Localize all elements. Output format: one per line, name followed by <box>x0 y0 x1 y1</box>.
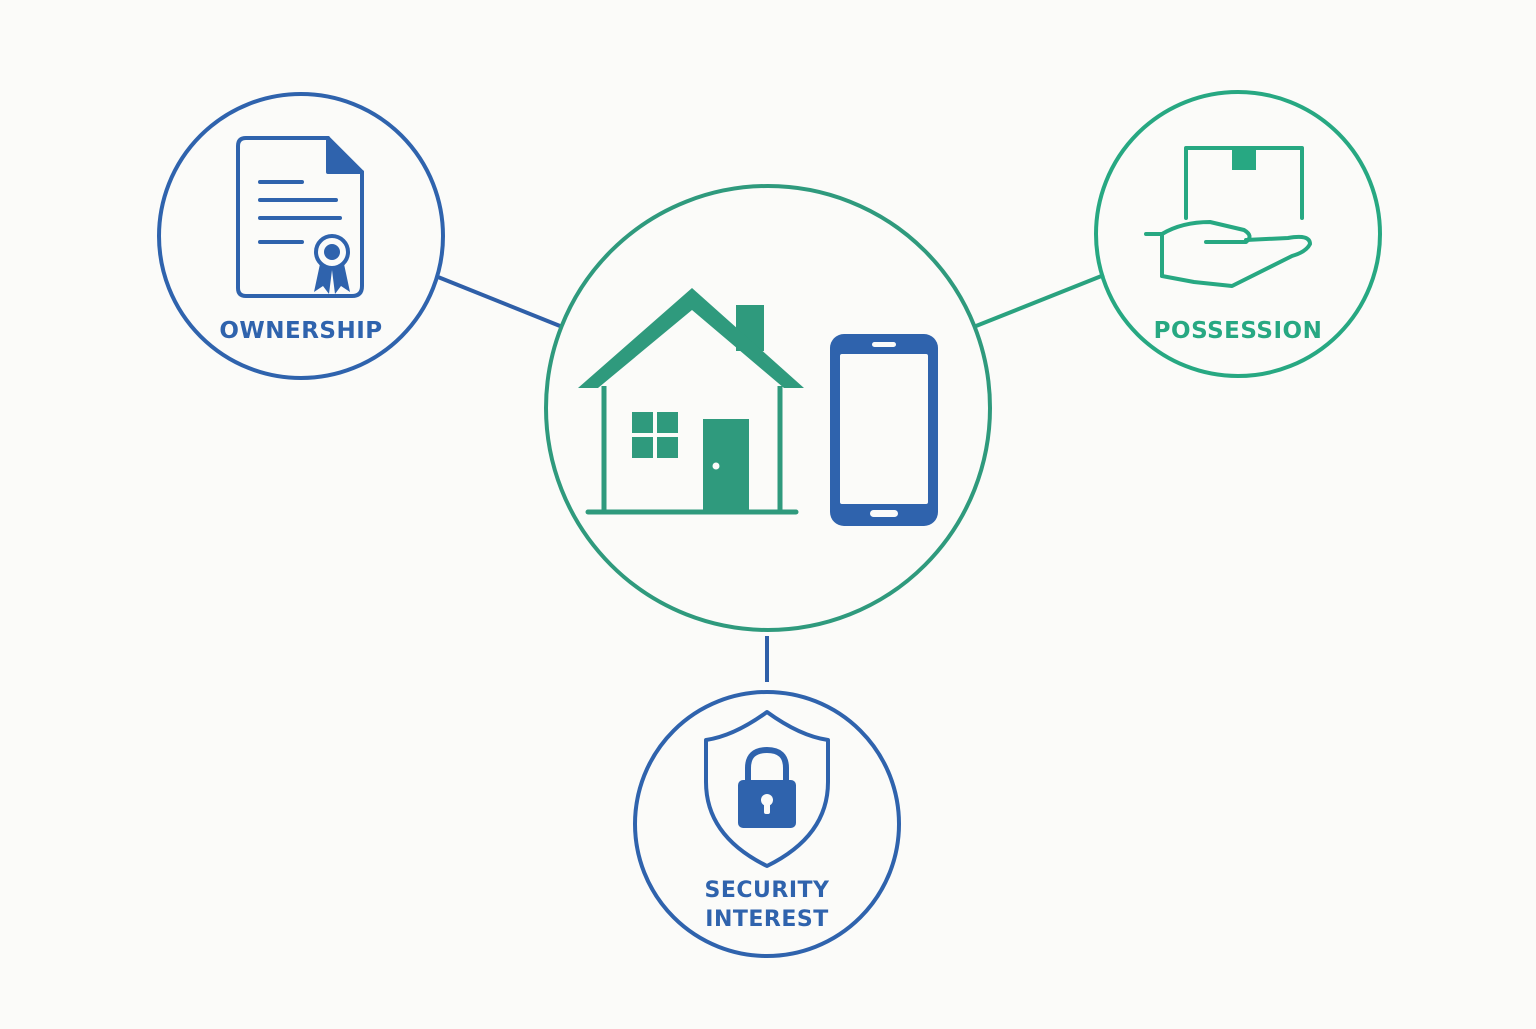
connector-ownership <box>437 275 561 328</box>
security-label-line1: SECURITY <box>705 878 831 903</box>
shield-lock-icon <box>704 710 830 868</box>
possession-label: POSSESSION <box>1154 318 1323 344</box>
ownership-node: OWNERSHIP <box>157 92 445 380</box>
certificate-document-icon <box>236 136 364 298</box>
security-node: SECURITY INTEREST <box>633 690 901 958</box>
connector-possession <box>975 273 1105 328</box>
center-node <box>544 184 992 632</box>
security-label-line2: INTEREST <box>705 907 828 932</box>
possession-node: POSSESSION <box>1094 90 1382 378</box>
ownership-label: OWNERSHIP <box>219 318 382 344</box>
hand-holding-box-icon <box>1144 146 1312 288</box>
smartphone-icon <box>830 334 938 526</box>
house-icon <box>578 288 804 515</box>
